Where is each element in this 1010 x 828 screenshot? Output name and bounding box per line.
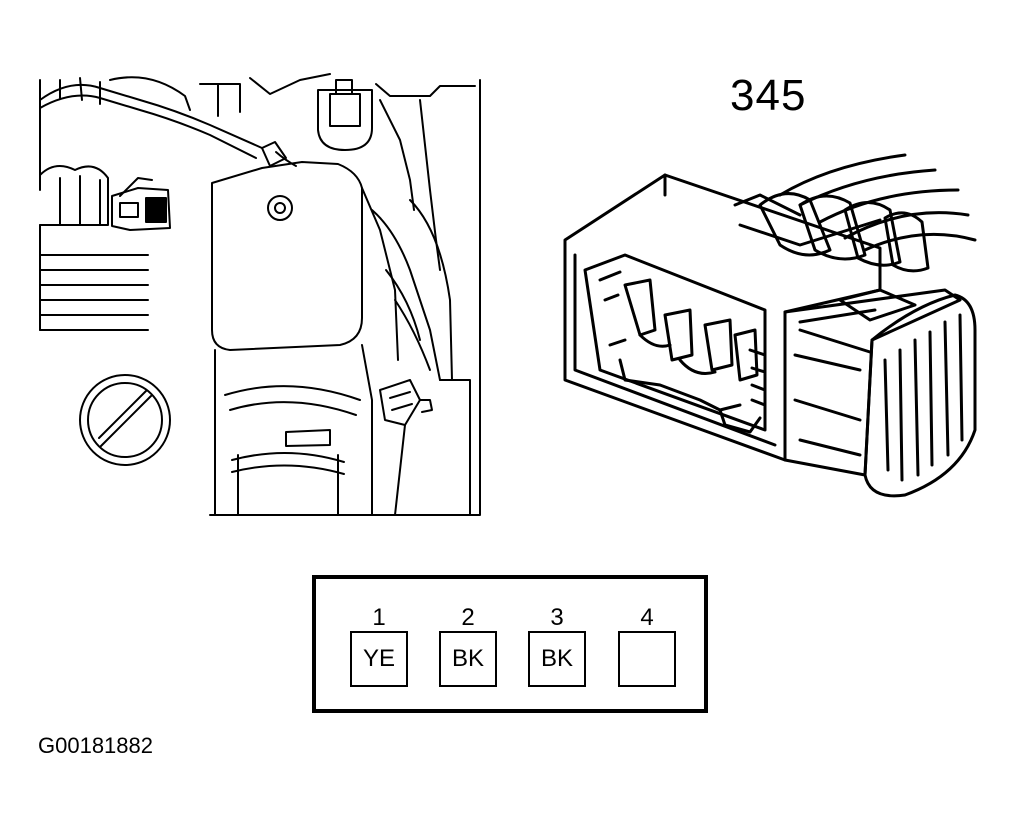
pin-1-number: 1 — [372, 604, 386, 631]
pin-3-number: 3 — [550, 604, 564, 631]
pin-4-number: 4 — [640, 604, 654, 631]
figure-id: G00181882 — [38, 733, 153, 758]
pin-3: 3 BK — [528, 605, 586, 687]
pin-1: 1 YE — [350, 605, 408, 687]
pin-4-color — [618, 631, 676, 687]
pin-2-number: 2 — [461, 604, 475, 631]
connector-number: 345 — [730, 71, 807, 120]
pin-1-color: YE — [350, 631, 408, 687]
pinout-table: 1 YE 2 BK 3 BK 4 — [312, 575, 708, 713]
pin-2: 2 BK — [439, 605, 497, 687]
pin-3-color: BK — [528, 631, 586, 687]
pin-4: 4 — [618, 605, 676, 687]
connector-face-view — [563, 153, 977, 498]
pin-2-color: BK — [439, 631, 497, 687]
engine-location-view — [39, 73, 481, 516]
